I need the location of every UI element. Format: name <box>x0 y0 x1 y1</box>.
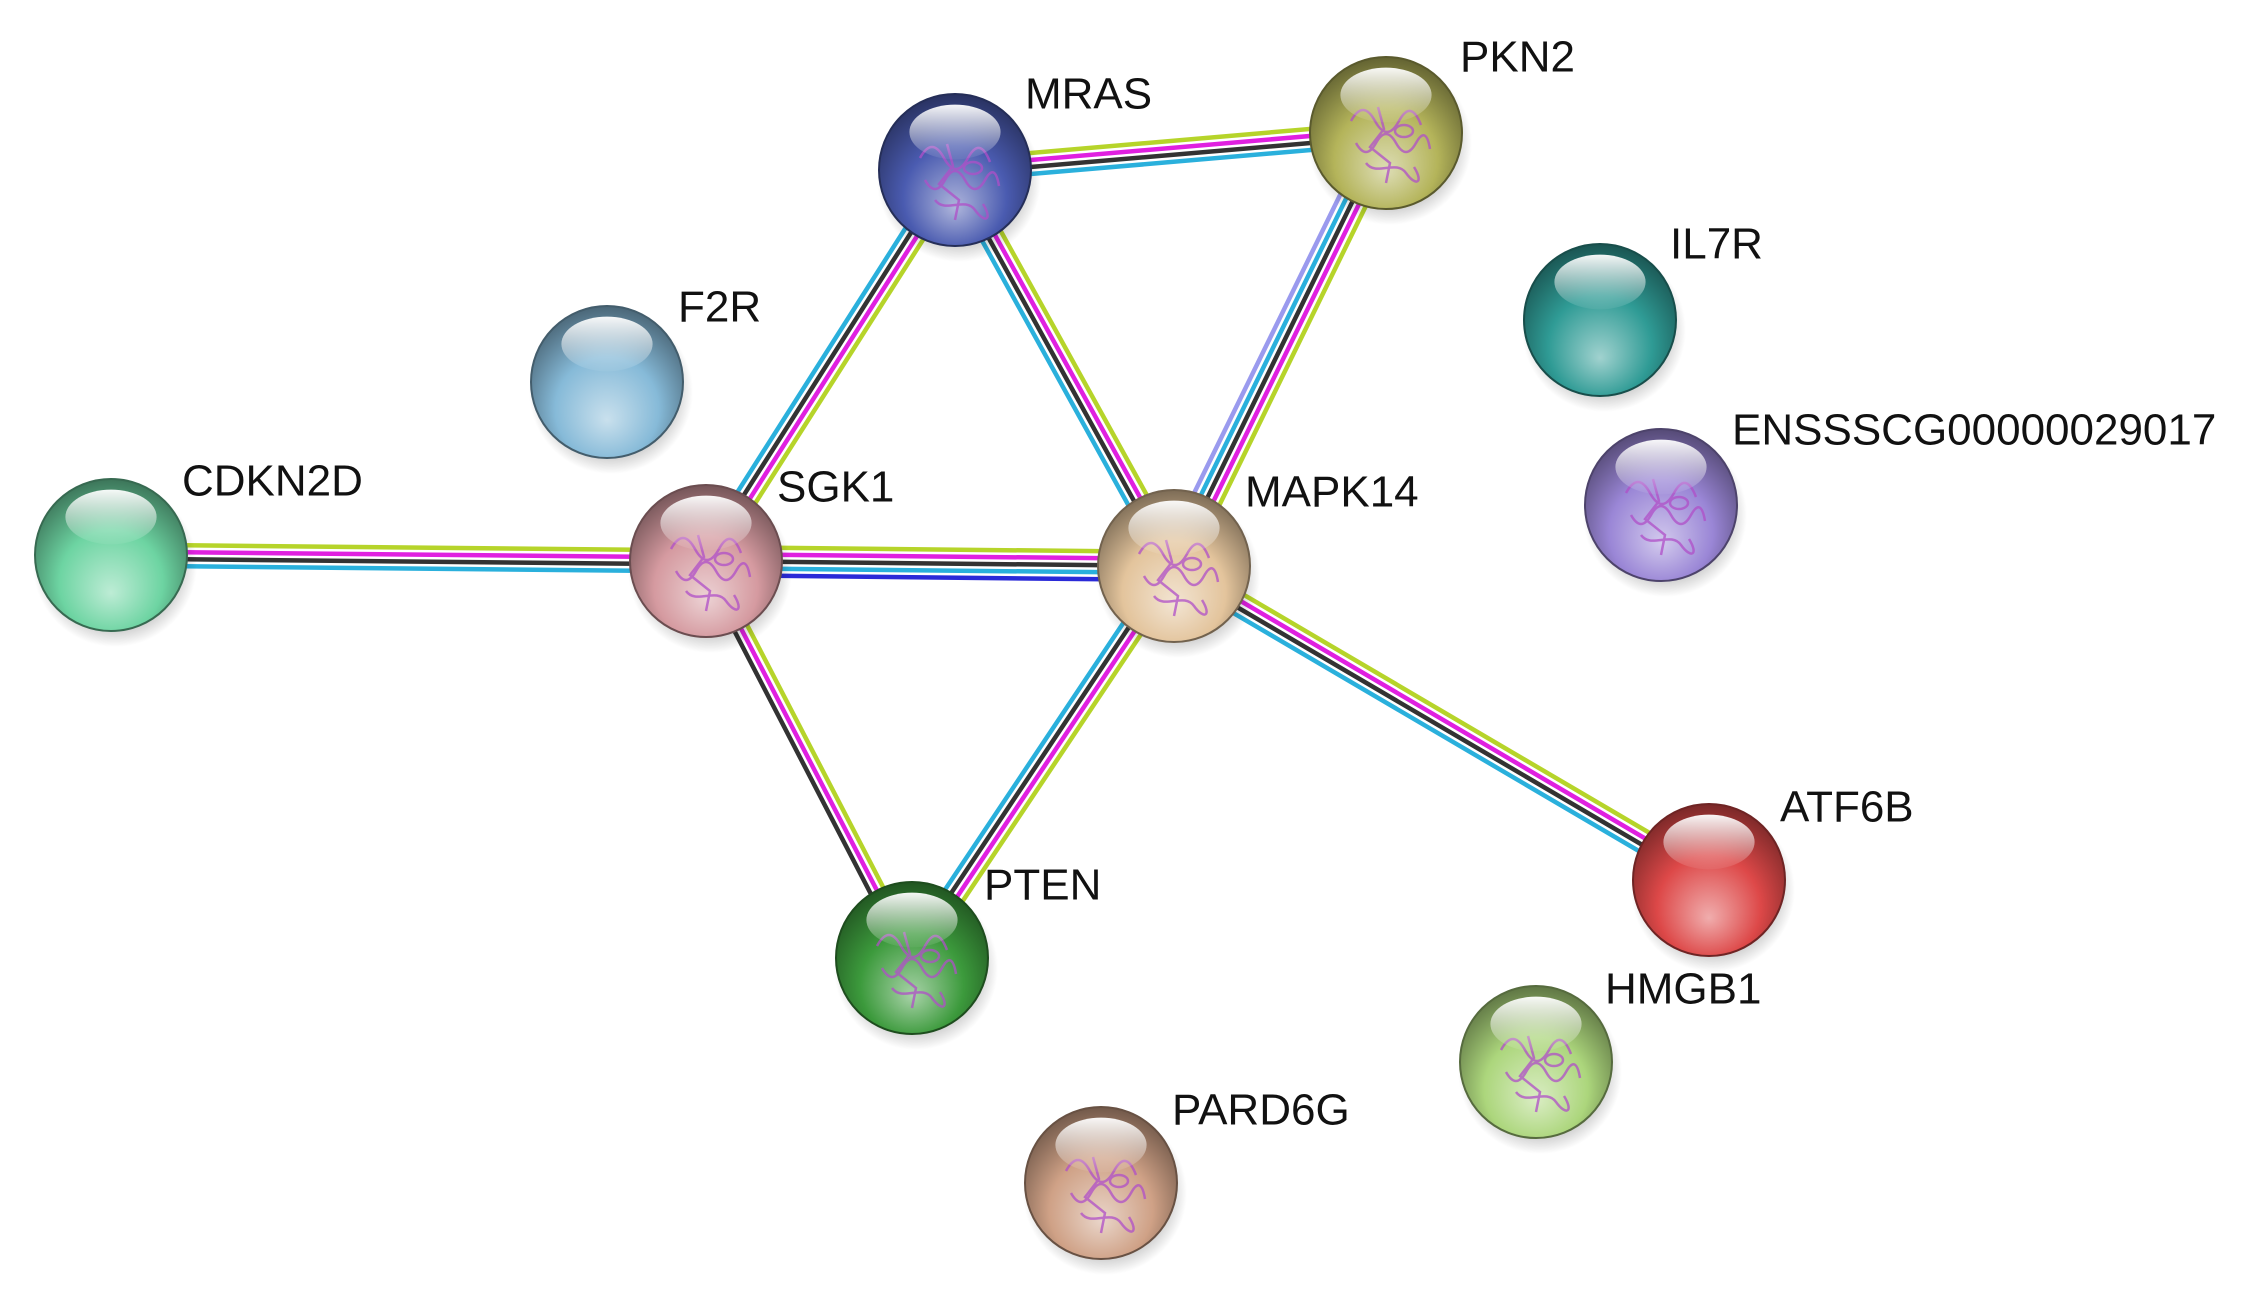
node-highlight <box>866 892 958 948</box>
node-label-enssscg00000029017: ENSSSCG00000029017 <box>1732 406 2216 455</box>
node-mras[interactable] <box>877 93 1041 262</box>
node-highlight <box>561 316 653 372</box>
edge-layer <box>108 120 1717 967</box>
node-highlight <box>1554 254 1646 310</box>
edge-mapk14-atf6b[interactable] <box>1166 554 1717 892</box>
node-label-pten: PTEN <box>984 861 1101 910</box>
node-f2r[interactable] <box>529 305 693 474</box>
node-label-f2r: F2R <box>678 283 761 332</box>
edge-evidence-line <box>108 556 709 567</box>
node-label-il7r: IL7R <box>1670 220 1763 269</box>
node-label-mras: MRAS <box>1025 70 1152 119</box>
node-il7r[interactable] <box>1522 243 1686 412</box>
edge-evidence-line <box>108 549 709 560</box>
node-label-cdkn2d: CDKN2D <box>182 457 363 506</box>
node-mapk14[interactable] <box>1096 489 1260 658</box>
edge-evidence-line <box>1177 554 1717 874</box>
node-sgk1[interactable] <box>628 484 792 653</box>
node-label-mapk14: MAPK14 <box>1245 468 1419 517</box>
node-highlight <box>1615 439 1707 495</box>
node-hmgb1[interactable] <box>1458 985 1622 1154</box>
node-label-pkn2: PKN2 <box>1460 33 1575 82</box>
node-highlight <box>1128 500 1220 556</box>
edge-evidence-line <box>108 542 709 553</box>
node-label-atf6b: ATF6B <box>1780 783 1914 832</box>
node-pten[interactable] <box>834 881 998 1050</box>
node-label-hmgb1: HMGB1 <box>1605 965 1761 1014</box>
node-highlight <box>1490 996 1582 1052</box>
node-highlight <box>65 489 157 545</box>
edge-evidence-line <box>1169 566 1710 886</box>
edge-evidence-line <box>1173 560 1714 880</box>
node-highlight <box>909 104 1001 160</box>
node-layer <box>33 56 1795 1275</box>
node-atf6b[interactable] <box>1631 803 1795 972</box>
node-pkn2[interactable] <box>1308 56 1472 225</box>
node-highlight <box>1340 67 1432 123</box>
edge-cdkn2d-sgk1[interactable] <box>108 542 709 574</box>
node-cdkn2d[interactable] <box>33 478 197 647</box>
node-label-pard6g: PARD6G <box>1172 1086 1350 1135</box>
node-pard6g[interactable] <box>1023 1106 1187 1275</box>
edge-evidence-line <box>1166 572 1706 892</box>
node-label-sgk1: SGK1 <box>777 463 894 512</box>
node-highlight <box>1055 1117 1147 1173</box>
node-enssscg00000029017[interactable] <box>1583 428 1747 597</box>
node-highlight <box>1663 814 1755 870</box>
edge-evidence-line <box>108 563 709 574</box>
node-highlight <box>660 495 752 551</box>
